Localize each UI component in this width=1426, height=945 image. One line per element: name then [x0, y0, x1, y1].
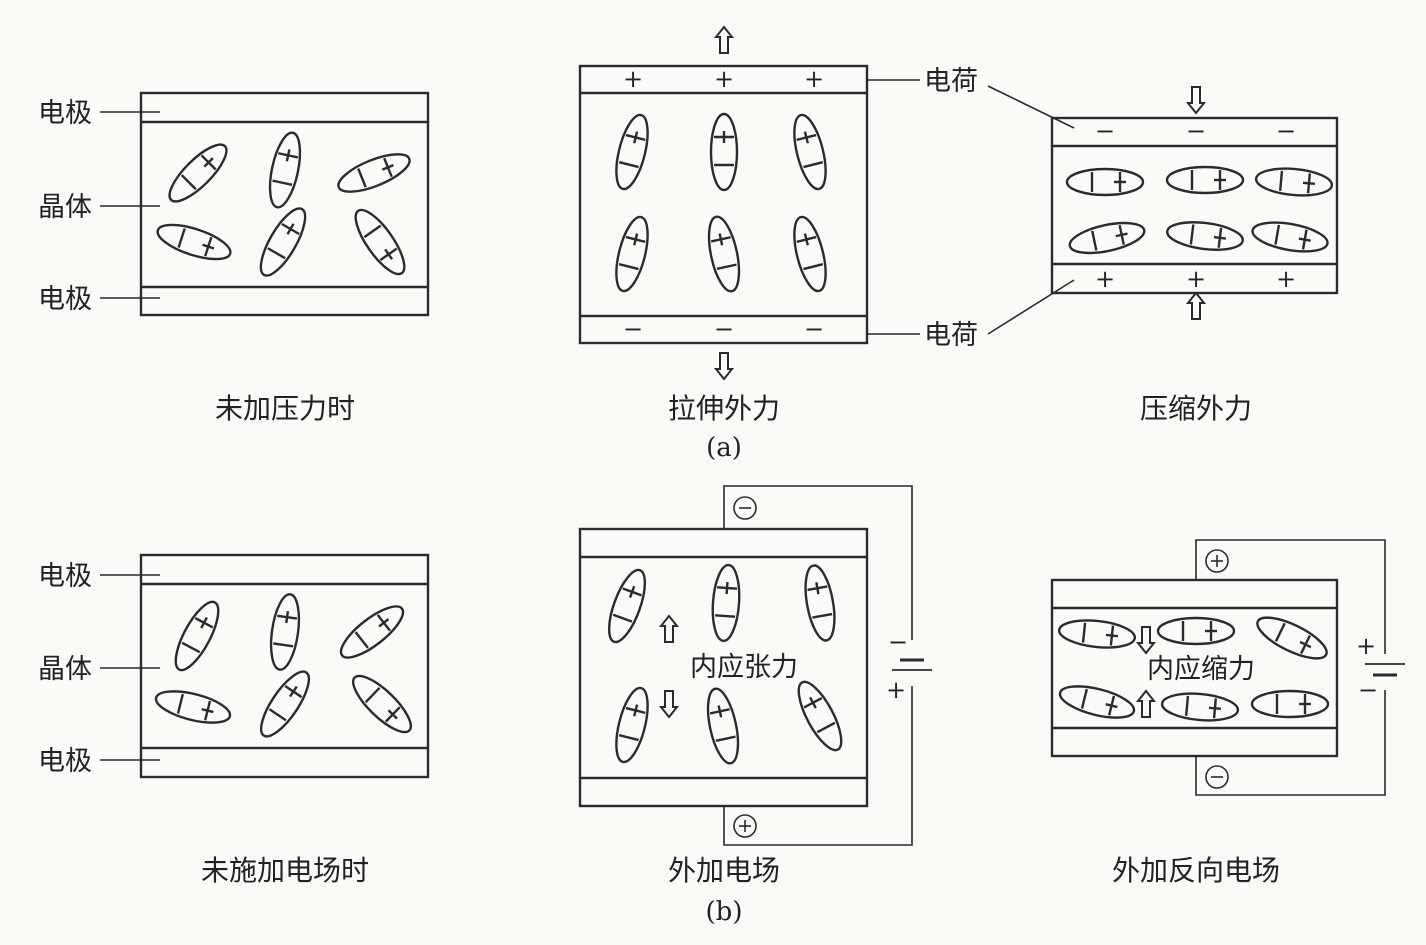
label-charge-top: 电荷	[924, 66, 978, 97]
label-electrode-bottom: 电极	[38, 746, 92, 777]
caption-no-field: 未施加电场时	[201, 854, 369, 887]
label-electrode-top: 电极	[38, 98, 92, 129]
charge-plus: +	[623, 65, 643, 93]
dipole-molecule	[1165, 165, 1245, 195]
crystal-block	[139, 553, 430, 779]
label-charge-bottom: 电荷	[924, 320, 978, 351]
leader-line	[987, 85, 1075, 129]
dipole-molecule	[615, 686, 649, 764]
charge-plus: +	[1186, 265, 1206, 293]
panel-a-compression: − − − + + + 压缩外力	[987, 85, 1339, 425]
charge-minus: −	[1186, 117, 1206, 145]
dipole-molecule	[1166, 221, 1244, 251]
label-electrode-top: 电极	[38, 561, 92, 592]
charge-minus: −	[1095, 117, 1115, 145]
label-internal-compression: 内应缩力	[1147, 654, 1255, 685]
terminal-plus-icon	[1205, 549, 1229, 573]
dipole-molecule	[1254, 167, 1334, 197]
dipole-molecule	[1156, 616, 1236, 646]
terminal-minus-icon	[733, 496, 757, 520]
dipole-molecule	[168, 143, 228, 203]
caption-reverse-field: 外加反向电场	[1112, 854, 1280, 887]
dipole-molecule	[615, 215, 649, 293]
panel-a-tension: + + + − − − 电荷 电荷 拉伸外力 (a)	[578, 26, 978, 463]
battery-plus: +	[886, 676, 906, 704]
circuit-wire	[723, 485, 913, 640]
charge-plus: +	[804, 65, 824, 93]
dipole-molecule	[1250, 689, 1330, 719]
caption-applied-field: 外加电场	[668, 854, 780, 887]
dipole-molecule	[259, 670, 311, 738]
caption-no-pressure: 未加压力时	[215, 392, 355, 425]
battery-icon	[1365, 663, 1405, 677]
dipole-molecule	[268, 131, 302, 209]
charge-minus: −	[714, 315, 734, 343]
dipole-molecule	[793, 113, 827, 191]
charge-plus: +	[714, 65, 734, 93]
caption-tension: 拉伸外力	[668, 392, 780, 425]
dipole-molecule	[793, 215, 827, 293]
arrow-up-icon	[715, 26, 733, 54]
dipole-molecule	[1256, 616, 1328, 660]
dipole-molecule	[804, 564, 836, 642]
terminal-minus-icon	[1205, 765, 1229, 789]
battery-minus: −	[888, 628, 908, 656]
panel-b-no-field: 电极 晶体 电极 未施加电场时	[38, 553, 430, 887]
dipole-molecule	[797, 680, 843, 752]
dipole-molecule	[706, 687, 740, 765]
arrow-up-icon	[1187, 292, 1205, 320]
circuit-wire	[1195, 539, 1386, 654]
dipole-molecule	[615, 113, 649, 191]
charge-minus: −	[1276, 117, 1296, 145]
dipole-molecule	[1058, 685, 1136, 719]
dipole-molecule	[339, 605, 405, 659]
panel-b-applied-field: − + 内应张力 外加电场 (b)	[578, 485, 932, 927]
battery-icon	[892, 658, 932, 671]
charge-plus: +	[1095, 265, 1115, 293]
dipole-molecule	[269, 593, 301, 671]
circuit-wire	[723, 686, 913, 846]
dipole-molecule	[1068, 221, 1146, 255]
dipole-molecule	[1160, 692, 1240, 722]
panel-b-reverse-field: + − 内应缩力 外加反向电场	[1050, 539, 1405, 887]
terminal-plus-icon	[733, 814, 757, 838]
dipole-molecule	[156, 223, 232, 261]
label-internal-tension: 内应张力	[690, 652, 798, 683]
sub-caption-b: (b)	[706, 897, 743, 927]
charge-minus: −	[623, 315, 643, 343]
sub-caption-a: (a)	[706, 433, 742, 463]
dipole-molecule	[1057, 619, 1137, 649]
dipole-molecule	[707, 215, 741, 293]
dipole-molecule	[352, 674, 412, 734]
charge-minus: −	[804, 315, 824, 343]
caption-compression: 压缩外力	[1140, 392, 1252, 425]
label-crystal: 晶体	[38, 192, 92, 223]
label-crystal: 晶体	[38, 654, 92, 685]
arrow-down-icon	[1187, 86, 1205, 114]
crystal-block	[578, 64, 869, 345]
battery-plus: +	[1356, 632, 1376, 660]
panel-a-no-pressure: 电极 晶体 电极 未加压力时	[38, 91, 430, 425]
leader-line	[987, 279, 1075, 335]
dipole-molecule	[709, 112, 739, 192]
arrow-down-icon	[715, 352, 733, 380]
dipole-molecule	[607, 568, 647, 644]
dipole-molecule	[154, 690, 232, 724]
dipole-molecule	[711, 563, 741, 643]
dipole-molecule	[337, 153, 411, 193]
dipole-molecule	[354, 208, 406, 276]
dipole-molecule	[1065, 167, 1145, 197]
battery-minus: −	[1358, 676, 1378, 704]
circuit-wire	[1195, 690, 1386, 796]
dipole-molecule	[1251, 221, 1329, 253]
crystal-block	[1050, 578, 1339, 758]
charge-plus: +	[1276, 265, 1296, 293]
dipole-molecule	[174, 600, 220, 672]
label-electrode-bottom: 电极	[38, 284, 92, 315]
